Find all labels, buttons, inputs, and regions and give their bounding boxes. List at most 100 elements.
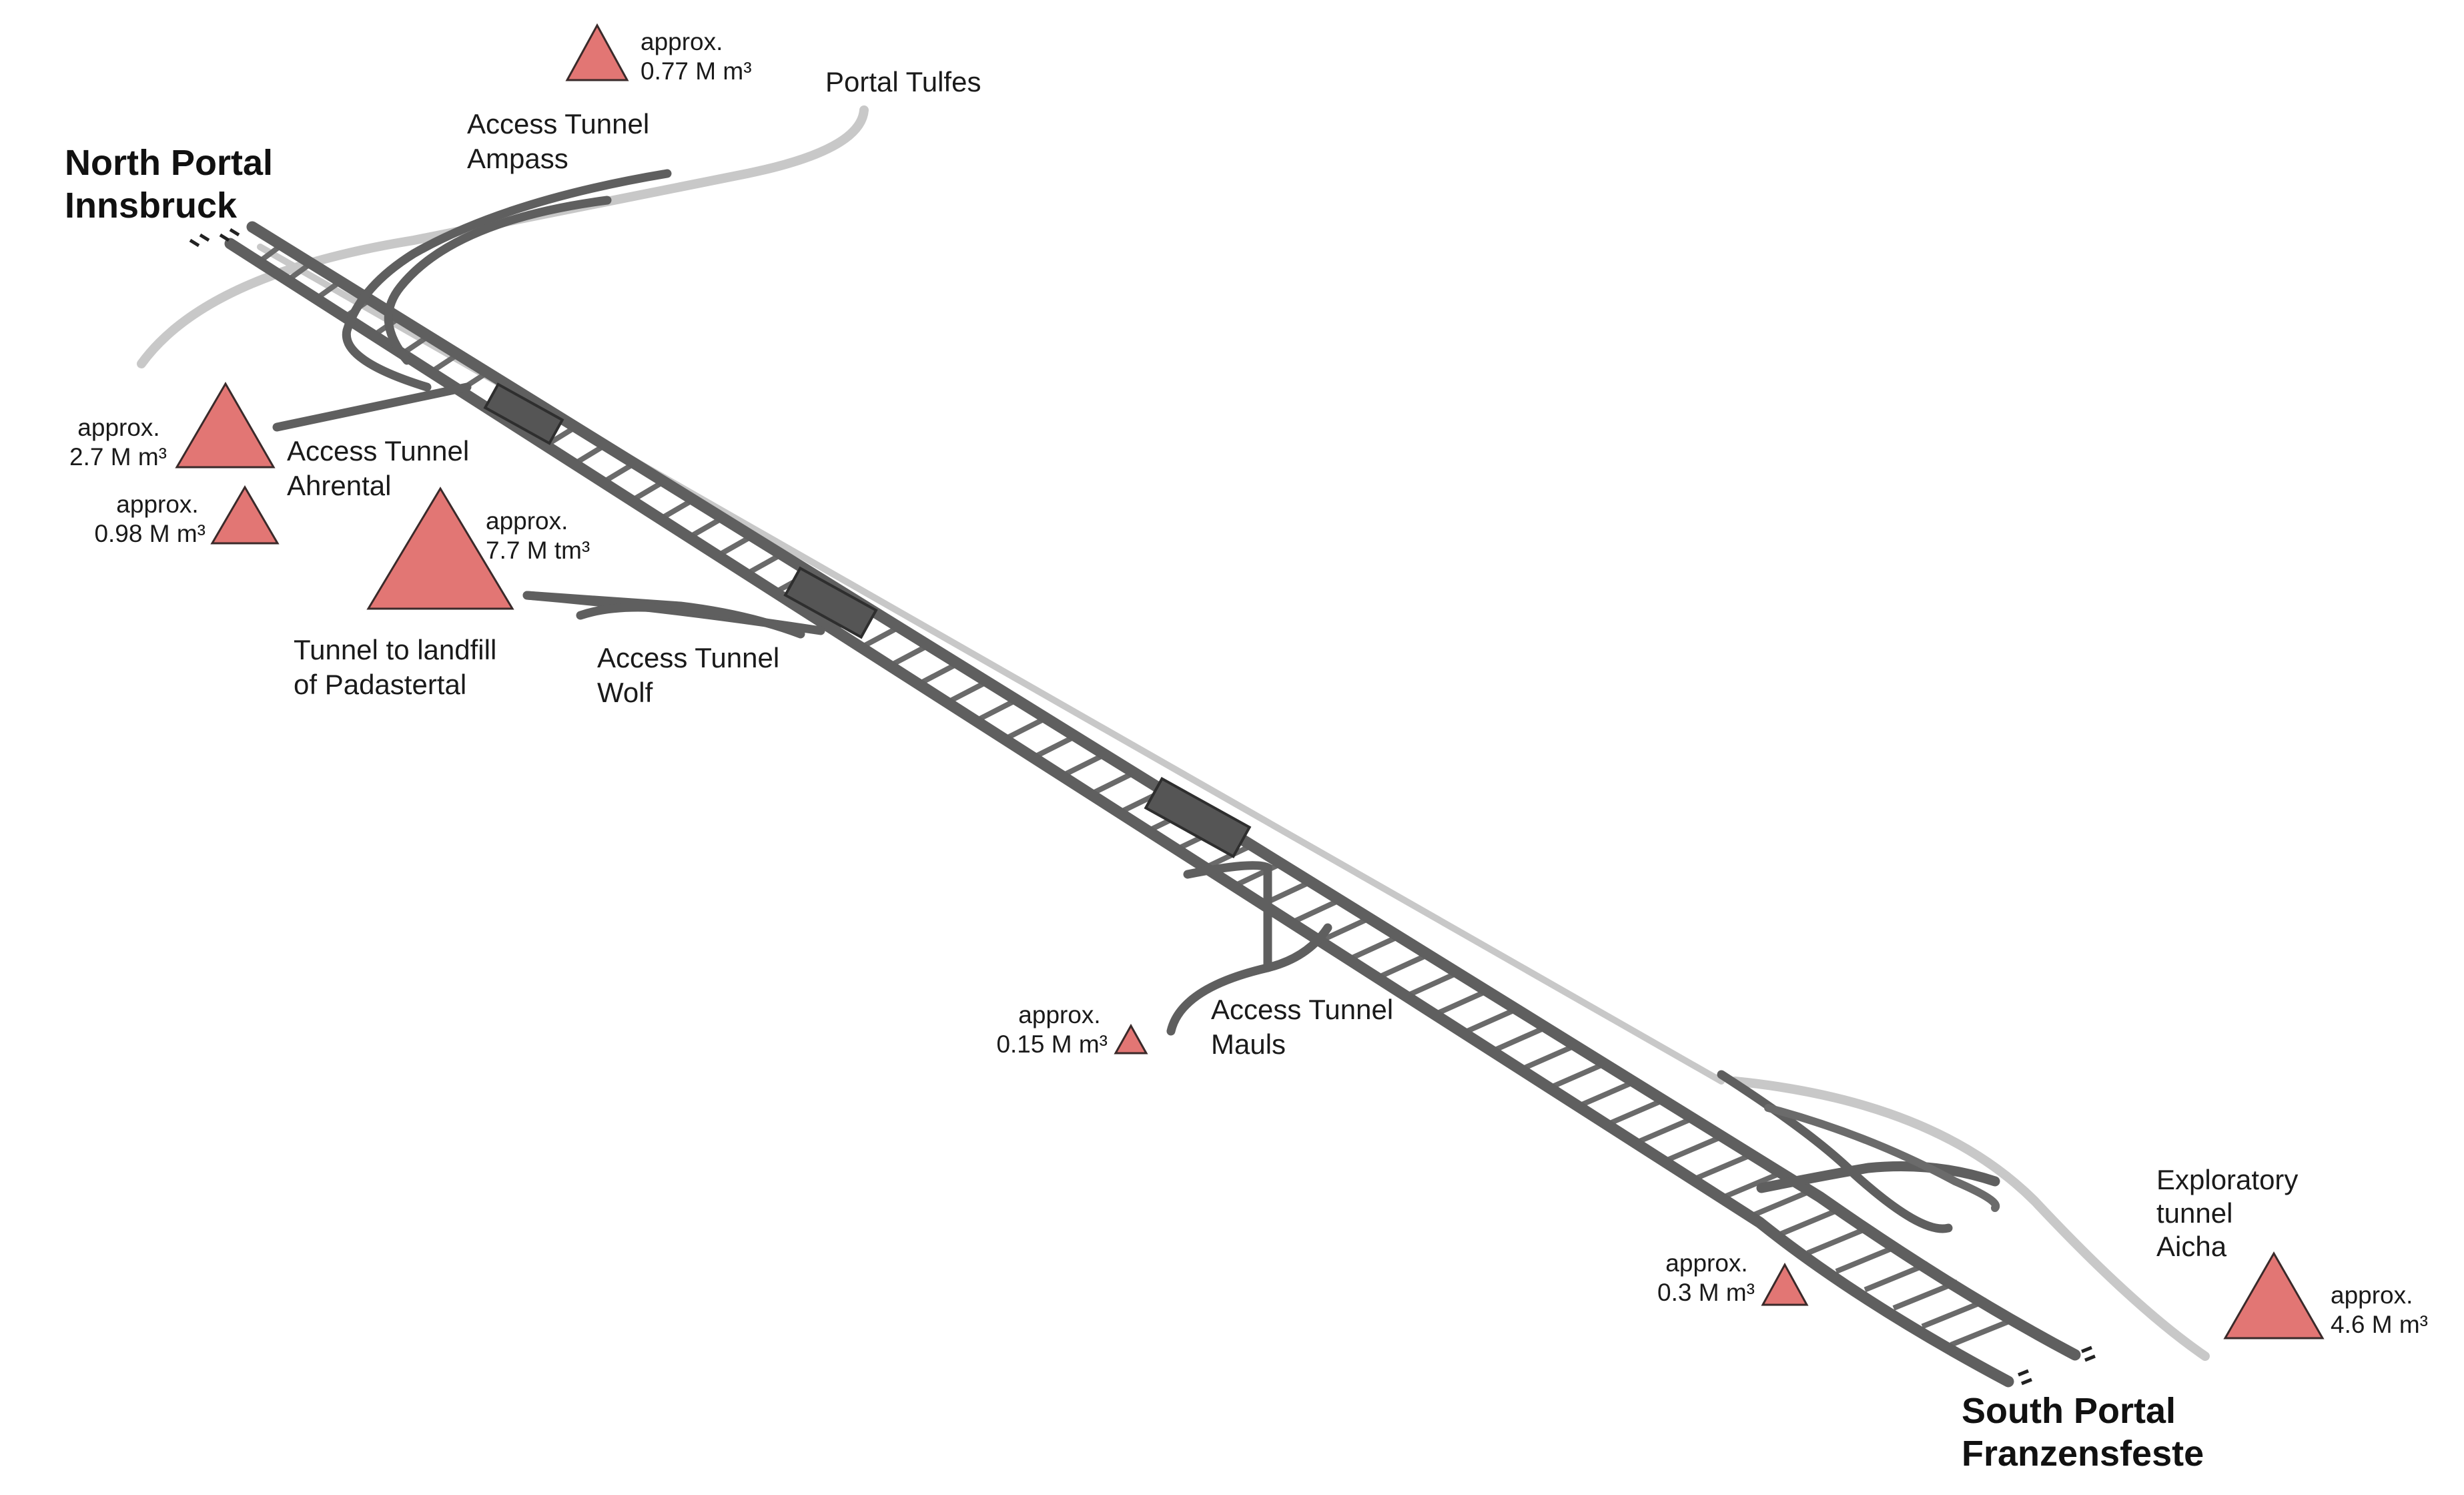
cross-passage [1950,1315,2018,1348]
label-line: Ampass [467,143,568,174]
station-wolf [783,566,878,639]
access-wolf-label: Access Tunnel Wolf [597,642,787,708]
volume-line: 0.77 M m³ [641,57,752,85]
label-line: Access Tunnel [597,642,779,673]
volume-label-mauls: approx. 0.15 M m³ [996,1001,1108,1058]
volume-line: 0.3 M m³ [1657,1279,1755,1306]
cross-passage [1433,988,1489,1017]
volume-line: 0.98 M m³ [94,520,206,547]
cross-passage [1232,861,1282,889]
cross-passage [1605,1097,1665,1127]
label-line: Access Tunnel [467,108,649,139]
volume-triangle-marker [2223,1251,2325,1339]
portal-labels: North Portal Innsbruck South Portal Fran… [65,143,2204,1474]
north-hatch-4 [229,228,240,237]
south-portal-line: Franzensfeste [1962,1434,2204,1474]
volume-label-ampass: approx. 0.77 M m³ [641,28,752,85]
southern-branch-tube [1756,1161,2000,1193]
volume-labels: approx. 0.77 M m³ approx. 2.7 M m³ appro… [69,28,2428,1338]
cross-passage [888,643,930,669]
volume-triangle-marker [210,485,280,545]
label-line: tunnel [2156,1197,2232,1229]
label-line: Access Tunnel [287,435,469,467]
cross-passage [859,625,901,650]
tunnel-labels: Portal Tulfes Access Tunnel Ampass Acces… [287,66,2306,1262]
volume-line: approx. [2331,1281,2413,1309]
north-portal-line: North Portal [65,143,273,183]
access-mauls-label: Access Tunnel Mauls [1211,994,1401,1060]
volume-line: 7.7 M tm³ [486,537,590,564]
access-tunnels [272,169,1332,1036]
cross-passage [1720,1170,1782,1201]
cross-passage [1634,1115,1694,1146]
south-hatch-1 [2018,1369,2029,1377]
south-hatch-3 [2081,1346,2092,1354]
southern-branch-tube-3 [1764,1104,2000,1212]
label-line: Portal Tulfes [825,66,981,97]
exploratory-aicha-label: Exploratory tunnel Aicha [2156,1164,2306,1262]
label-line: of Padastertal [294,669,466,700]
wolf-access-tunnel-2 [576,603,672,620]
volume-line: 4.6 M m³ [2331,1311,2428,1338]
label-line: Exploratory [2156,1164,2298,1195]
cross-passage [1663,1134,1723,1164]
cross-passage [1032,733,1077,760]
station-ahrental [483,382,564,445]
station-mauls [1144,777,1252,858]
mauls-access-tunnel-2 [1183,861,1272,972]
volume-line: 0.15 M m³ [996,1030,1108,1058]
label-line: Aicha [2156,1231,2227,1262]
cross-passage [1777,1207,1841,1237]
volume-label-ahrental: approx. 2.7 M m³ [69,414,167,471]
north-hatch-1 [189,238,200,248]
volume-triangle-marker [366,487,514,610]
south-portal-line: South Portal [1962,1391,2176,1431]
volume-label-aicha: approx. 4.6 M m³ [2331,1281,2428,1338]
volume-line: approx. [486,507,568,535]
padastertal-tunnel [522,591,805,639]
volume-line: approx. [1665,1249,1747,1277]
landfill-padastertal-label: Tunnel to landfill of Padastertal [294,634,504,700]
ahrental-access-tunnel [272,382,472,432]
label-line: Wolf [597,677,653,708]
south-hatch-4 [2084,1354,2096,1362]
ampass-access-tunnel [342,169,672,392]
north-portal-line: Innsbruck [65,186,238,226]
cross-passage [1089,770,1136,797]
cross-passage [917,661,959,687]
portal-tulfes-label: Portal Tulfes [825,66,981,97]
label-line: Ahrental [287,470,391,501]
cross-passage [1519,1042,1577,1073]
cross-passage [1491,1024,1547,1054]
volume-line: approx. [641,28,723,55]
volume-triangle-marker [1761,1262,1809,1306]
cross-passage [1404,970,1459,999]
cross-passage [1003,715,1048,742]
emergency-stop-stations [483,382,1252,858]
cross-passage [1548,1061,1606,1091]
cross-passage [1462,1006,1518,1036]
cross-passage [745,552,783,577]
main-tube-west [224,238,2014,1388]
south-hatch-2 [2021,1378,2032,1386]
north-hatch-2 [199,233,210,242]
volume-triangle-marker [1114,1023,1148,1055]
north-hatch-3 [219,233,230,242]
tulfes-service-tunnel [137,105,869,368]
aicha-exploratory-tunnel [1730,1077,2210,1361]
volume-line: approx. [1018,1001,1100,1028]
south-portal-label: South Portal Franzensfeste [1962,1391,2204,1474]
volume-markers [175,23,2325,1339]
cross-passage [1806,1225,1871,1256]
volume-triangle-marker [175,382,276,469]
cross-passage [1749,1188,1811,1219]
main-tunnels [224,221,2081,1388]
cross-passage [1060,752,1106,779]
cross-passage [716,533,754,558]
volume-line: 2.7 M m³ [69,443,167,471]
label-line: Access Tunnel [1211,994,1393,1025]
volume-line: approx. [77,414,159,441]
cross-passage [1318,916,1371,944]
